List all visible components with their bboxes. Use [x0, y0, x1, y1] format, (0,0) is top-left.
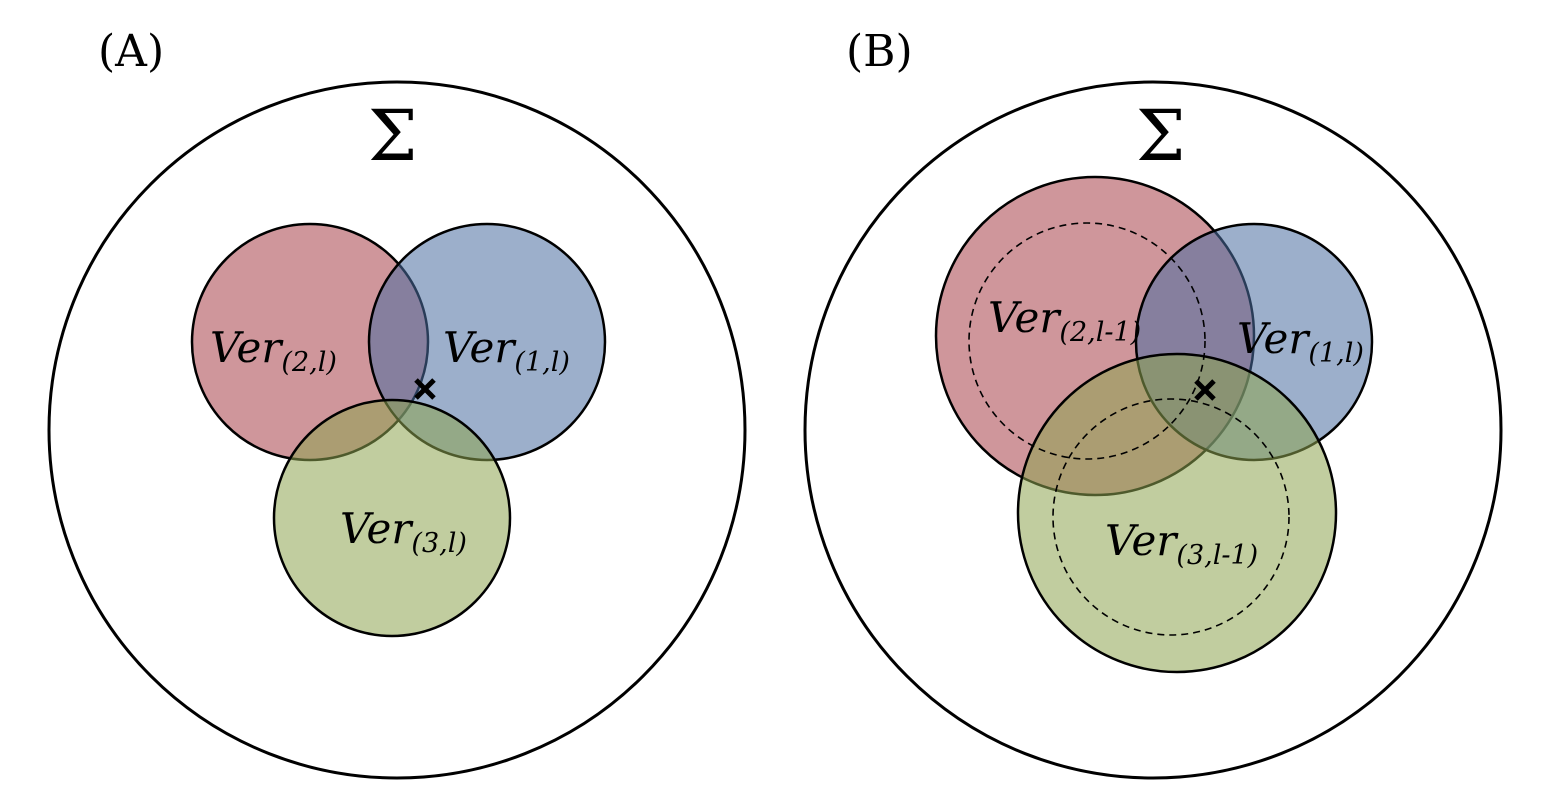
panel-a-label: (A) — [98, 26, 164, 77]
panel-b: (B) Σ Ver(2,l-1) Ver(1,l) Ver(3,l-1) — [803, 26, 1503, 780]
panel-b-sigma-symbol: Σ — [1136, 95, 1186, 177]
panel-a-sigma-symbol: Σ — [368, 95, 418, 177]
panel-b-intersection-mark — [1194, 379, 1216, 401]
panel-b-set-2-label: Ver(2,l-1) — [988, 293, 1141, 348]
panel-a-set-1-label: Ver(1,l) — [443, 323, 570, 378]
panel-a-set-3-circle — [272, 398, 512, 638]
panel-a-intersection-mark — [414, 378, 436, 400]
panel-b-set-1-label: Ver(1,l) — [1237, 314, 1364, 369]
panel-a: (A) Σ Ver(2,l) Ver(1,l) Ver(3,l) — [47, 26, 747, 780]
panel-b-set-3-inner-dashed-circle — [1052, 398, 1290, 636]
panel-b-set-2-inner-dashed-circle — [968, 222, 1206, 460]
panel-b-label: (B) — [846, 26, 913, 77]
panel-a-set-3-label: Ver(3,l) — [340, 504, 467, 559]
panel-a-set-2-label: Ver(2,l) — [210, 323, 337, 378]
panel-b-set-3-circle — [1016, 352, 1338, 674]
panel-b-set-3-label: Ver(3,l-1) — [1105, 516, 1258, 571]
